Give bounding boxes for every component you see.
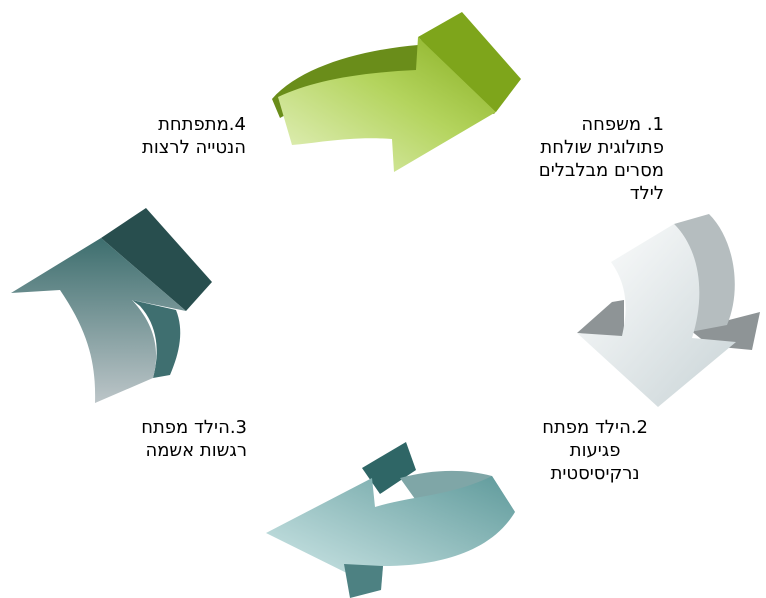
arrow-3-bottom — [344, 564, 383, 598]
step-3-line-2: רגשות אשמה — [145, 440, 247, 461]
arrow-step-1-to-2 — [272, 12, 521, 172]
step-2-line-2: פגיעות — [569, 440, 621, 461]
arrow-2-shadow — [577, 300, 624, 338]
arrow-1-face — [278, 37, 496, 172]
step-3-line-1: 3.הילד מפתח — [141, 417, 247, 438]
step-2-line-1: 2.הילד מפתח — [542, 417, 648, 438]
step-2-label: 2.הילד מפתח פגיעות נרקיסיסטית — [542, 416, 648, 485]
step-4-label: 4.מתפתחת הנטייה לרצות — [142, 113, 246, 159]
step-4-line-1: 4.מתפתחת — [158, 114, 246, 135]
arrow-step-4-to-1 — [11, 208, 212, 403]
step-4-line-2: הנטייה לרצות — [142, 137, 246, 158]
arrow-3-face — [266, 476, 515, 590]
arrow-2-face — [577, 224, 736, 407]
arrow-step-3-to-4 — [266, 442, 515, 598]
step-2-line-3: נרקיסיסטית — [550, 463, 640, 484]
arrow-step-2-to-3 — [577, 214, 760, 407]
step-1-line-4: לילד — [629, 183, 664, 204]
step-1-label: 1. משפחה פתולוגית שולחת מסרים מבלבלים לי… — [539, 113, 664, 205]
step-1-line-2: פתולוגית שולחת — [540, 137, 664, 158]
arrow-4-face — [11, 238, 186, 403]
step-1-line-3: מסרים מבלבלים — [538, 160, 664, 181]
arrow-4-top — [101, 208, 212, 311]
arrow-1-side — [418, 12, 521, 112]
step-3-label: 3.הילד מפתח רגשות אשמה — [141, 416, 247, 462]
arrow-2-side — [674, 214, 735, 332]
arrow-3-top — [362, 442, 416, 494]
arrow-4-side — [132, 300, 181, 378]
step-1-line-1: 1. משפחה — [581, 114, 664, 135]
